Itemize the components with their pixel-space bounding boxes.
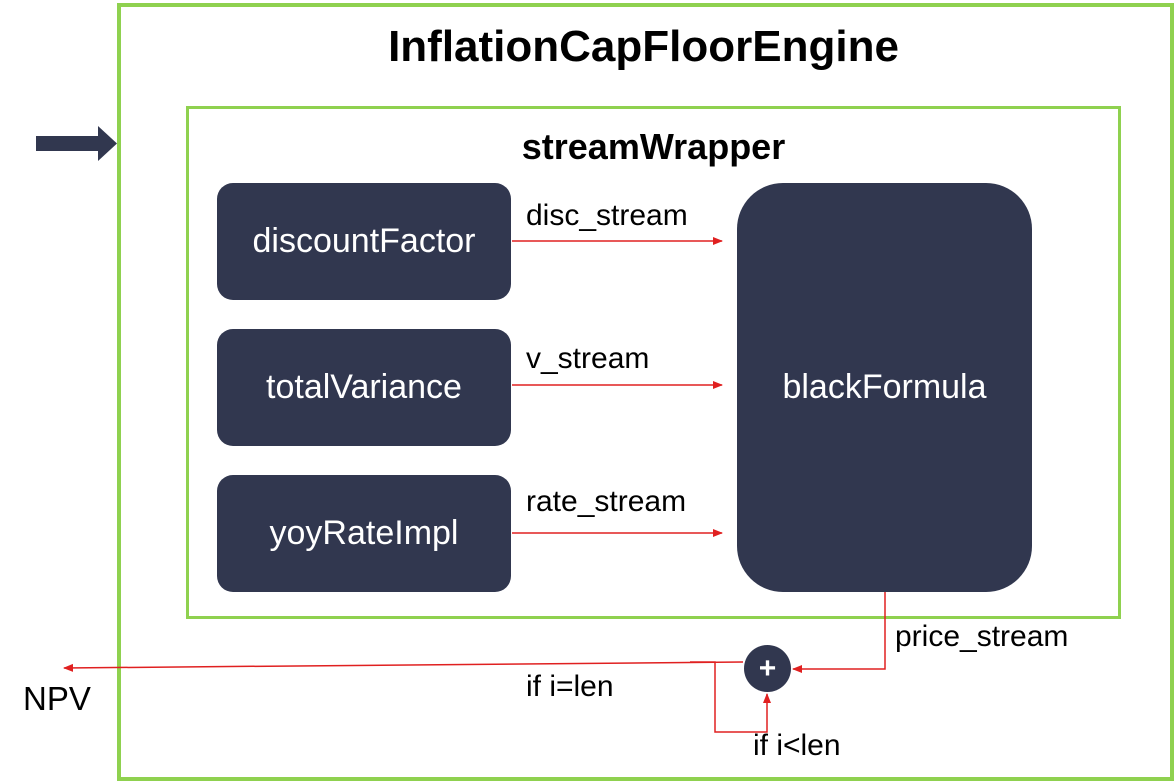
sum-node: + [744, 645, 791, 692]
v-stream-label: v_stream [526, 342, 650, 375]
black-formula-block: blackFormula [737, 183, 1032, 592]
npv-label: NPV [23, 680, 91, 717]
yoy-rate-impl-block: yoyRateImpl [217, 475, 511, 592]
if-less-label: if i<len [753, 729, 841, 762]
total-variance-block: totalVariance [217, 329, 511, 446]
npv-output-arrow [63, 661, 744, 672]
price-stream-arrow [792, 592, 886, 673]
discount-factor-block: discountFactor [217, 183, 511, 300]
stream-wrapper-title: streamWrapper [521, 126, 786, 167]
input-arrow [36, 126, 117, 161]
engine-title: InflationCapFloorEngine [388, 22, 899, 71]
stream-wrapper-frame [186, 106, 1121, 619]
engine-frame [117, 3, 1174, 781]
disc-stream-label: disc_stream [526, 199, 688, 232]
feedback-loop-arrow [690, 661, 771, 733]
price-stream-label: price_stream [895, 620, 1069, 653]
rate-stream-label: rate_stream [526, 485, 687, 518]
if-equal-label: if i=len [526, 670, 614, 703]
